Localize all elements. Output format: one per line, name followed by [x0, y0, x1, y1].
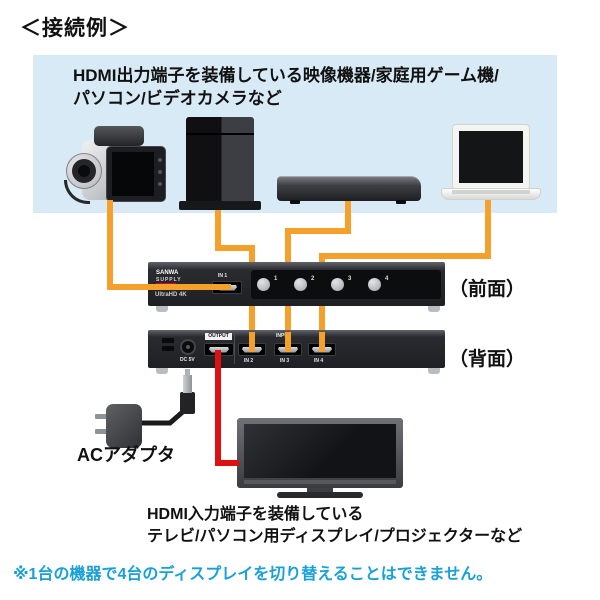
button-4-number: 4: [385, 276, 389, 282]
brand-logo-sub: SUPPLY: [156, 277, 182, 283]
camcorder-button: [158, 170, 162, 174]
output-port-label: OUTPUT: [205, 333, 232, 340]
source-caption-line2: パソコン/ビデオカメラなど: [73, 89, 282, 108]
select-button-4: [368, 278, 381, 291]
dc-power-jack-pin: [186, 345, 190, 349]
button-1-number: 1: [274, 276, 278, 282]
dc-label: DC 5V: [180, 357, 195, 363]
footnote: ※1台の機器で4台のディスプレイを切り替えることはできません。: [13, 566, 493, 583]
tv-screen: [244, 424, 396, 478]
in2-label: IN 2: [244, 358, 254, 364]
camcorder-button: [158, 182, 162, 186]
rear-foot: [156, 368, 168, 374]
front-foot: [156, 306, 168, 312]
tv-bottom-bezel: [244, 480, 396, 484]
rear-view-label: （背面）: [449, 349, 526, 370]
source-devices-caption: HDMI出力端子を装備している映像機器/家庭用ゲーム機/ パソコン/ビデオカメラ…: [73, 64, 499, 110]
model-label: UltraHD 4K: [155, 292, 187, 298]
select-button-2: [294, 278, 307, 291]
vent-slot: [162, 346, 174, 351]
tv-stand-neck: [307, 488, 333, 493]
bluray-foot: [290, 200, 300, 204]
vent-slot: [162, 338, 174, 343]
dc-plug-base: [180, 392, 195, 414]
input-group-label: INPUT: [276, 333, 291, 339]
front-button-area: 1 2 3 4: [251, 270, 441, 299]
dc-plug-barrel: [183, 375, 192, 393]
in4-label: IN 4: [314, 358, 324, 364]
dc-plug-tip: [185, 369, 190, 376]
select-button-1: [257, 278, 270, 291]
bluray-foot: [396, 200, 406, 204]
game-console-seam: [186, 133, 254, 135]
rear-foot: [428, 368, 440, 374]
plug-prong: [95, 429, 108, 434]
in3-label: IN 3: [280, 358, 290, 364]
camcorder-button: [158, 158, 162, 162]
select-button-3: [331, 278, 344, 291]
game-console-stand: [179, 201, 261, 210]
button-2-number: 2: [311, 276, 315, 282]
front-foot: [428, 306, 440, 312]
game-console-body: [186, 117, 254, 203]
hdmi-connector: [209, 346, 229, 353]
tv-stand-base: [277, 492, 363, 498]
camcorder-lens-core: [78, 165, 90, 177]
button-3-number: 3: [348, 276, 352, 282]
rear-panel-divider: [234, 334, 235, 364]
display-caption-line2: テレビ/パソコン用ディスプレイ/プロジェクターなど: [147, 528, 523, 545]
brand-logo: SANWA: [156, 270, 179, 276]
front-in1-label: IN 1: [218, 273, 228, 279]
laptop-keyboard: [452, 190, 530, 194]
camcorder-lcd-screen: [112, 152, 154, 196]
display-caption: HDMI入力端子を装備している テレビ/パソコン用ディスプレイ/プロジェクターな…: [147, 504, 522, 548]
display-caption-line1: HDMI入力端子を装備している: [147, 506, 364, 523]
laptop-display: [459, 131, 523, 183]
camcorder-viewfinder: [94, 126, 144, 146]
page-title: ＜接続例＞: [20, 17, 130, 40]
bluray-recorder-body: [277, 176, 421, 201]
hdmi-switch-rear-panel: DC 5V OUTPUT INPUT IN 2 IN 3 IN 4: [148, 330, 445, 368]
source-caption-line1: HDMI出力端子を装備している映像機器/家庭用ゲーム機/: [73, 66, 499, 85]
ac-adapter-body: [106, 404, 142, 448]
plug-prong: [95, 414, 108, 419]
front-view-label: （前面）: [449, 279, 526, 300]
ac-adapter-label: ACアダプタ: [77, 445, 175, 465]
